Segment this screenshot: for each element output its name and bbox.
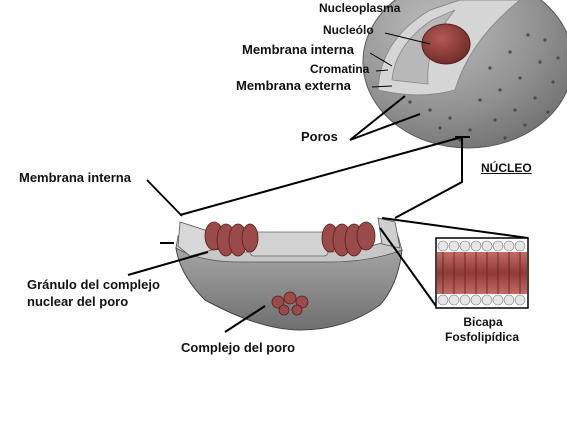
leader-granulo xyxy=(127,251,209,276)
label-membrana-interna-left: Membrana interna xyxy=(19,170,131,185)
pore-basket xyxy=(271,291,309,316)
label-cromatina: Cromatina xyxy=(310,62,370,76)
bilayer-core xyxy=(437,252,527,294)
label-complejo-poro: Complejo del poro xyxy=(181,340,296,355)
pore-complex-slab xyxy=(175,217,403,331)
bilayer-tails xyxy=(442,252,521,294)
right-pore-complex xyxy=(321,221,376,257)
label-membrana-externa: Membrana externa xyxy=(236,78,351,93)
nucleolus xyxy=(421,23,471,65)
label-poros: Poros xyxy=(301,129,338,144)
leader-poros-2 xyxy=(349,113,421,141)
bilayer-heads-top xyxy=(437,240,526,252)
label-nucleo: NÚCLEO xyxy=(481,161,532,175)
nucleus-sphere xyxy=(362,0,567,149)
surface-pores xyxy=(408,33,560,142)
label-granulo-line1: Gránulo del complejo xyxy=(27,277,160,292)
bilayer-connector-top xyxy=(381,217,529,239)
right-membrane-flap xyxy=(377,217,401,249)
label-granulo-line2: nuclear del poro xyxy=(27,294,129,309)
leader-poros-1 xyxy=(349,95,406,141)
leader-membrana-interna-top xyxy=(369,52,393,67)
bilayer-heads-bottom xyxy=(437,294,526,306)
left-pore-complex xyxy=(204,221,259,257)
zoom-line-left xyxy=(179,136,463,216)
phospholipid-bilayer xyxy=(435,237,529,309)
zoom-line-right xyxy=(394,137,463,219)
membrane-channel xyxy=(249,231,329,257)
label-membrana-interna-top: Membrana interna xyxy=(242,42,354,57)
bilayer-connector-bottom xyxy=(379,227,437,307)
label-bicapa-line2: Fosfolipídica xyxy=(444,330,519,344)
leader-lines xyxy=(127,32,529,333)
label-nucleoplasma: Nucleoplasma xyxy=(319,1,401,15)
leader-complejo xyxy=(224,305,266,333)
leader-membrana-externa xyxy=(371,85,393,88)
leader-nucleolo xyxy=(384,32,431,45)
leader-membrana-interna-left xyxy=(146,179,183,217)
leader-cromatina xyxy=(375,69,389,72)
label-nucleolo: Nucleólo xyxy=(323,23,374,37)
label-bicapa-line1: Bicapa xyxy=(463,315,503,329)
